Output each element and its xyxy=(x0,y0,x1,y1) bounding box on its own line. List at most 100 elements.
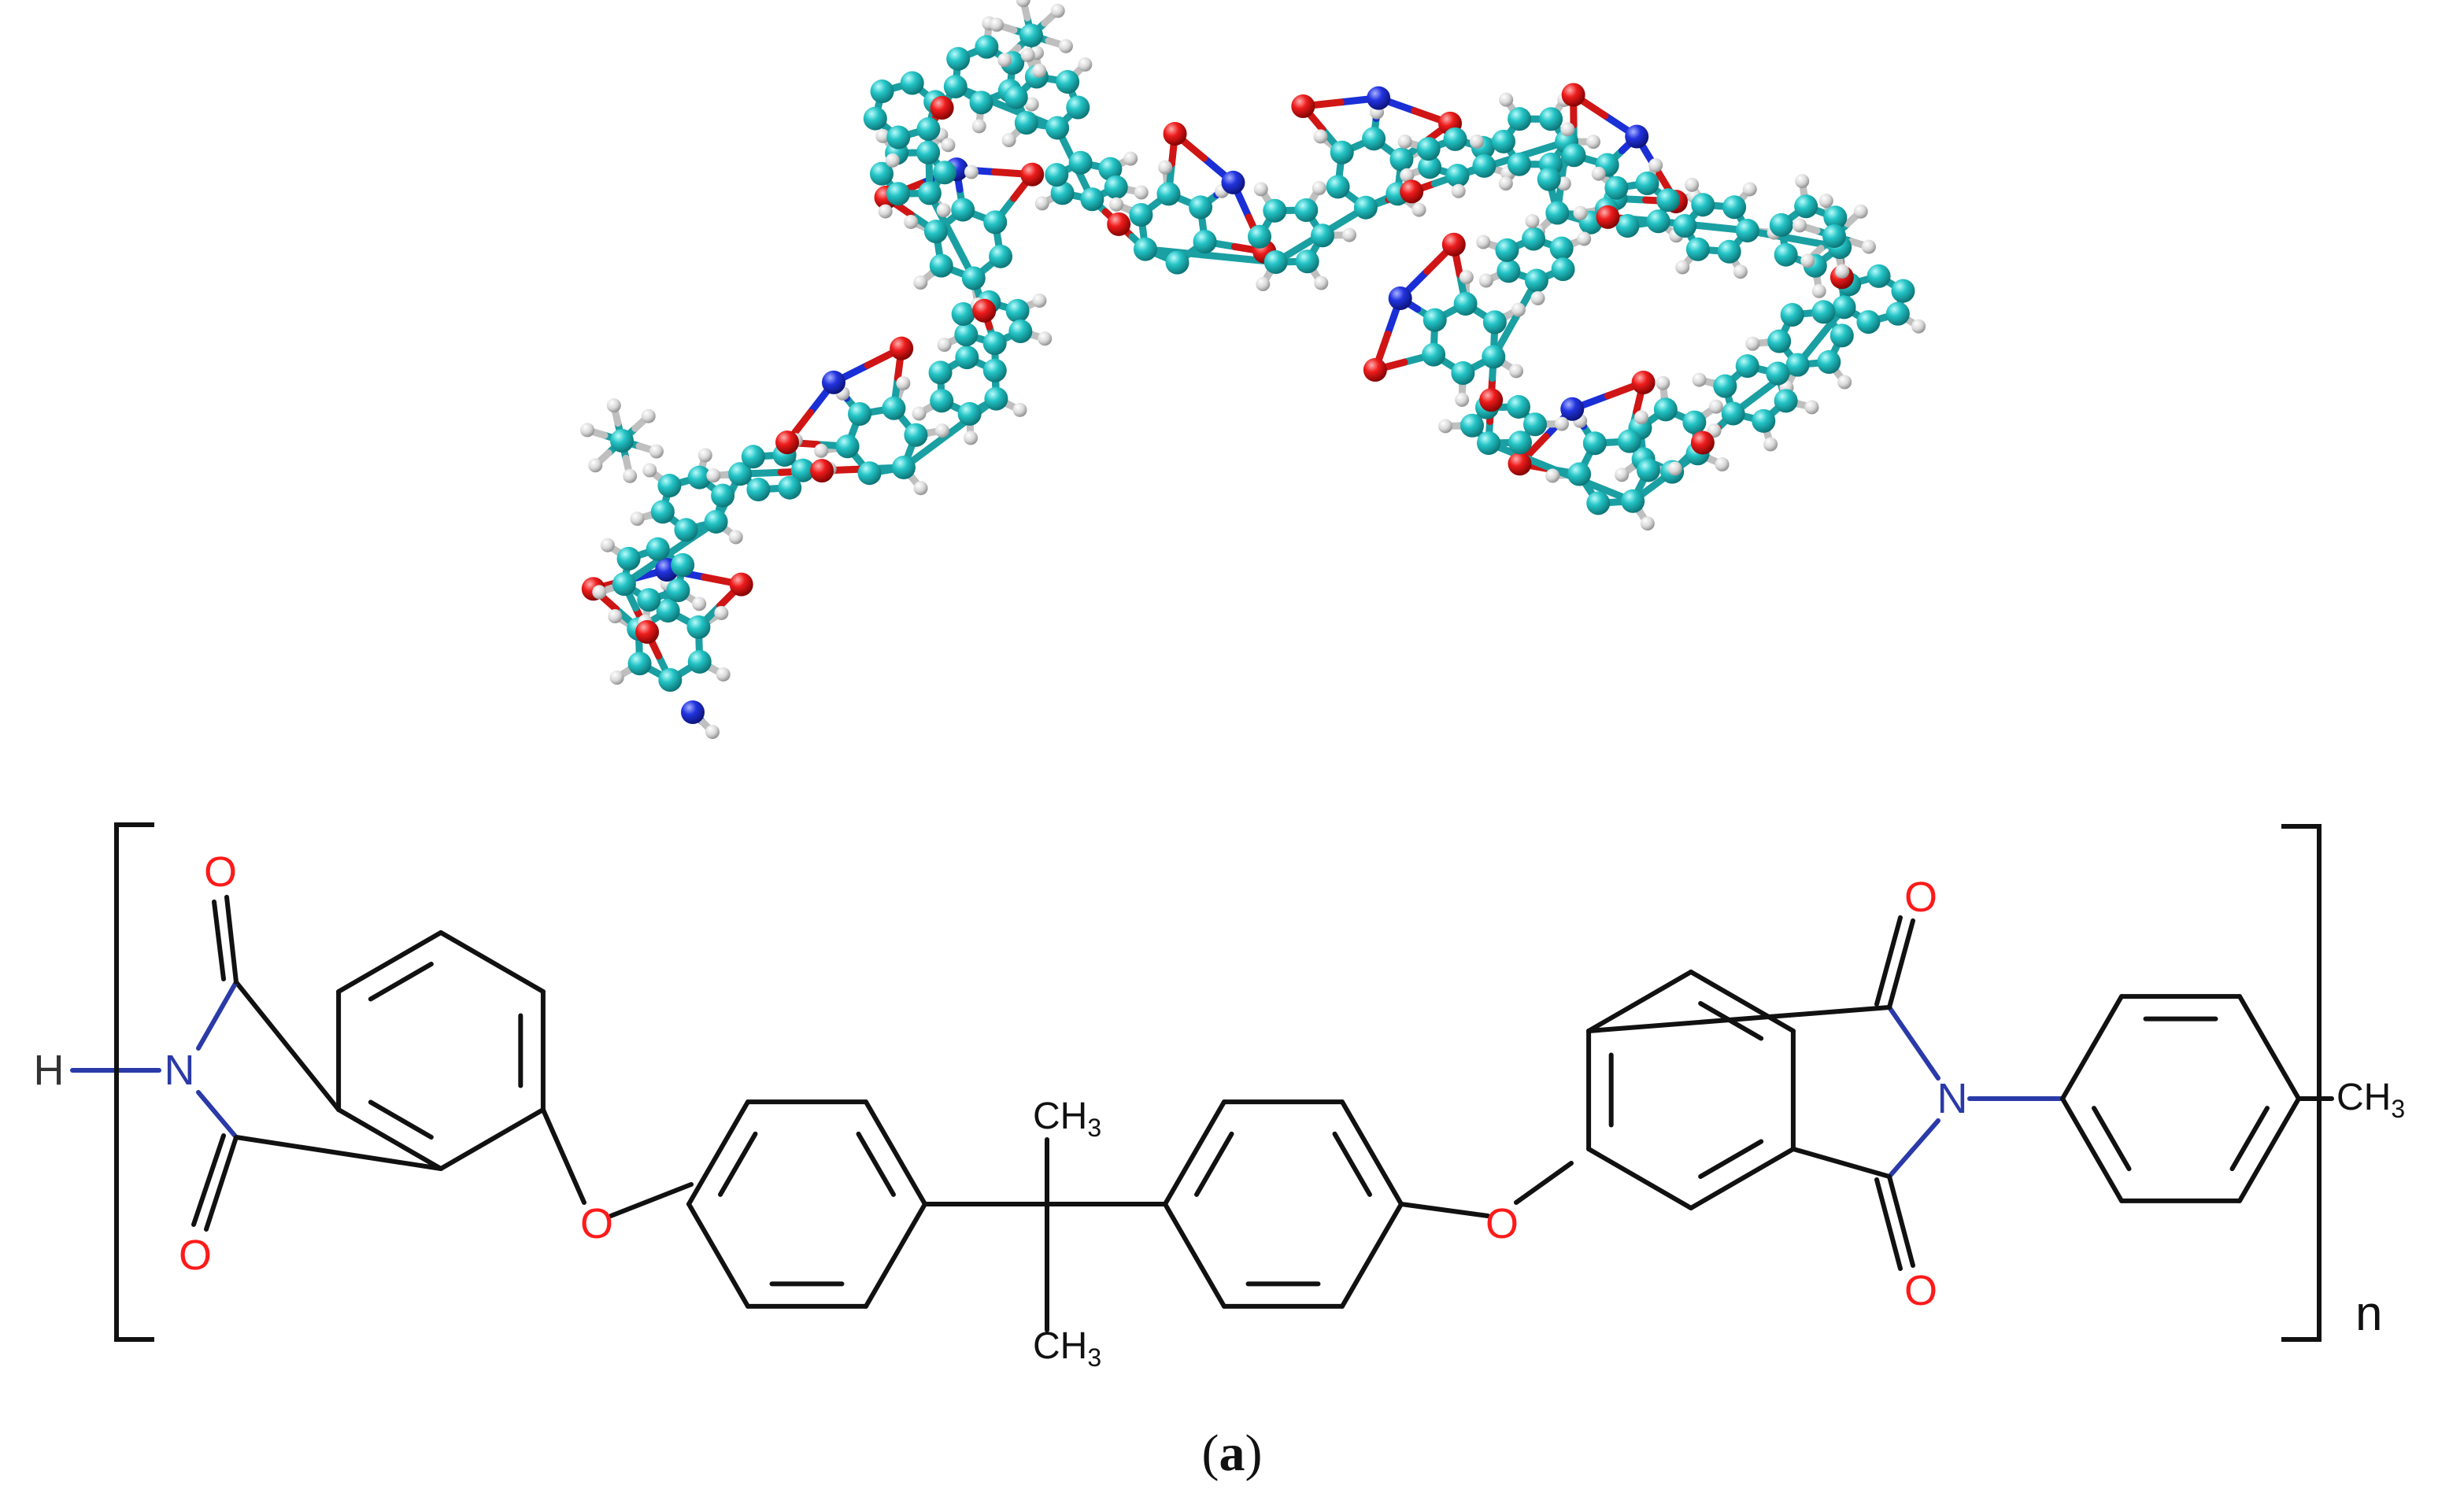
imide-bond xyxy=(236,982,339,1110)
hydrogen-atom xyxy=(716,667,731,682)
ring-bond xyxy=(689,1204,748,1306)
carbon-atom xyxy=(1636,172,1659,195)
hydrogen-atom xyxy=(1641,516,1655,530)
hydrogen-atom xyxy=(1819,194,1833,208)
carbon-atom xyxy=(1586,491,1610,515)
carbon-atom xyxy=(688,650,712,674)
hydrogen-atom xyxy=(1615,467,1629,482)
hydrogen-atom xyxy=(1555,417,1569,431)
ring-bond xyxy=(689,1102,748,1204)
carbon-atom xyxy=(1006,299,1030,323)
carbon-atom xyxy=(1767,330,1791,353)
hydrogen-atom xyxy=(1158,161,1172,175)
ring-bond xyxy=(339,933,441,992)
carbon-atom xyxy=(610,429,634,453)
carbon-atom xyxy=(1354,196,1378,220)
hydrogen-atom xyxy=(1256,277,1270,291)
carbon-atom xyxy=(858,461,882,485)
oxygen-atom xyxy=(1508,452,1531,475)
ring-bond xyxy=(1165,1102,1224,1204)
carbon-atom xyxy=(1752,409,1775,433)
carbon-atom xyxy=(984,387,1008,411)
nitrogen-atom xyxy=(1625,124,1648,148)
carbon-atom xyxy=(1817,350,1841,374)
hydrogen-atom xyxy=(1460,270,1474,284)
hydrogen-atom xyxy=(1675,260,1689,275)
hydrogen-atom xyxy=(698,448,712,462)
carbon-atom xyxy=(1444,127,1467,151)
carbon-atom xyxy=(1045,163,1068,187)
carbon-atom xyxy=(989,245,1012,268)
carbon-atom xyxy=(778,476,801,500)
carbon-atom xyxy=(612,572,636,596)
carbon-atom xyxy=(1647,209,1670,233)
carbon-atom xyxy=(1482,345,1505,368)
oxygen-atom xyxy=(775,430,799,454)
hydrogen-atom xyxy=(706,468,720,482)
hydrogen-atom xyxy=(1455,393,1469,407)
nitrogen-atom xyxy=(681,700,705,724)
oxygen-atom xyxy=(890,337,913,360)
carbon-atom xyxy=(1045,116,1069,139)
carbon-atom xyxy=(1552,257,1575,281)
carbon-atom xyxy=(1019,24,1043,47)
hydrogen-atom xyxy=(1078,57,1092,72)
carbon-atom xyxy=(1264,250,1288,274)
hydrogen-atom xyxy=(623,469,637,483)
carbon-atom xyxy=(674,518,697,541)
carbon-atom xyxy=(933,161,956,184)
hydrogen-atom xyxy=(1793,218,1807,232)
label-oxygen-right-top: O xyxy=(1904,874,1937,921)
hydrogen-atom xyxy=(1109,198,1123,212)
carbon-atom xyxy=(1525,268,1548,292)
carbonyl-bond xyxy=(206,1137,236,1229)
carbon-atom xyxy=(848,402,871,426)
hydrogen-atom xyxy=(1733,264,1748,279)
hydrogen-atom xyxy=(1525,214,1539,228)
carbon-atom xyxy=(983,359,1007,382)
label-repeat-n: n xyxy=(2355,1287,2382,1341)
carbon-atom xyxy=(901,71,924,94)
carbon-atom xyxy=(951,198,975,222)
oxygen-atom xyxy=(1479,388,1503,412)
nitrogen-atom xyxy=(1389,286,1412,310)
hydrogen-atom xyxy=(1745,337,1759,351)
model-atoms xyxy=(580,0,1926,739)
carbon-atom xyxy=(1523,412,1547,436)
carbon-atom xyxy=(1422,343,1445,367)
carbon-atom xyxy=(962,266,986,290)
oxygen-atom xyxy=(1632,371,1656,394)
hydrogen-atom xyxy=(935,423,949,438)
carbon-atom xyxy=(1562,143,1585,167)
hydrogen-atom xyxy=(580,423,594,437)
carbon-atom xyxy=(1508,430,1532,454)
hydrogen-atom xyxy=(896,376,910,390)
imide-n-bond xyxy=(1889,1007,1938,1078)
carbonyl-bond xyxy=(1889,921,1913,1007)
carbon-atom xyxy=(1015,111,1038,135)
carbon-atom xyxy=(1454,292,1478,316)
carbon-atom xyxy=(1451,361,1474,385)
carbon-atom xyxy=(886,182,910,205)
carbon-atom xyxy=(1621,490,1645,513)
carbon-atom xyxy=(929,360,953,384)
hydrogen-atom xyxy=(1837,375,1852,390)
carbon-atom xyxy=(904,423,927,447)
ring-bond xyxy=(2240,996,2299,1099)
oxygen-atom xyxy=(730,573,753,597)
hydrogen-atom xyxy=(1693,373,1707,387)
carbon-atom xyxy=(1656,188,1680,212)
hydrogen-atom xyxy=(912,407,926,421)
nitrogen-atom xyxy=(1367,87,1390,110)
carbon-atom xyxy=(1263,199,1286,223)
carbon-atom xyxy=(1811,300,1835,323)
carbon-atom xyxy=(1718,240,1741,264)
hydrogen-atom xyxy=(588,458,602,472)
carbon-atom xyxy=(1508,153,1531,176)
label-oxygen-left-top: O xyxy=(204,848,237,896)
hydrogen-atom xyxy=(1795,174,1809,188)
carbon-atom xyxy=(1830,323,1854,347)
carbonyl-double xyxy=(194,1136,224,1225)
hydrogen-atom xyxy=(1002,133,1016,147)
